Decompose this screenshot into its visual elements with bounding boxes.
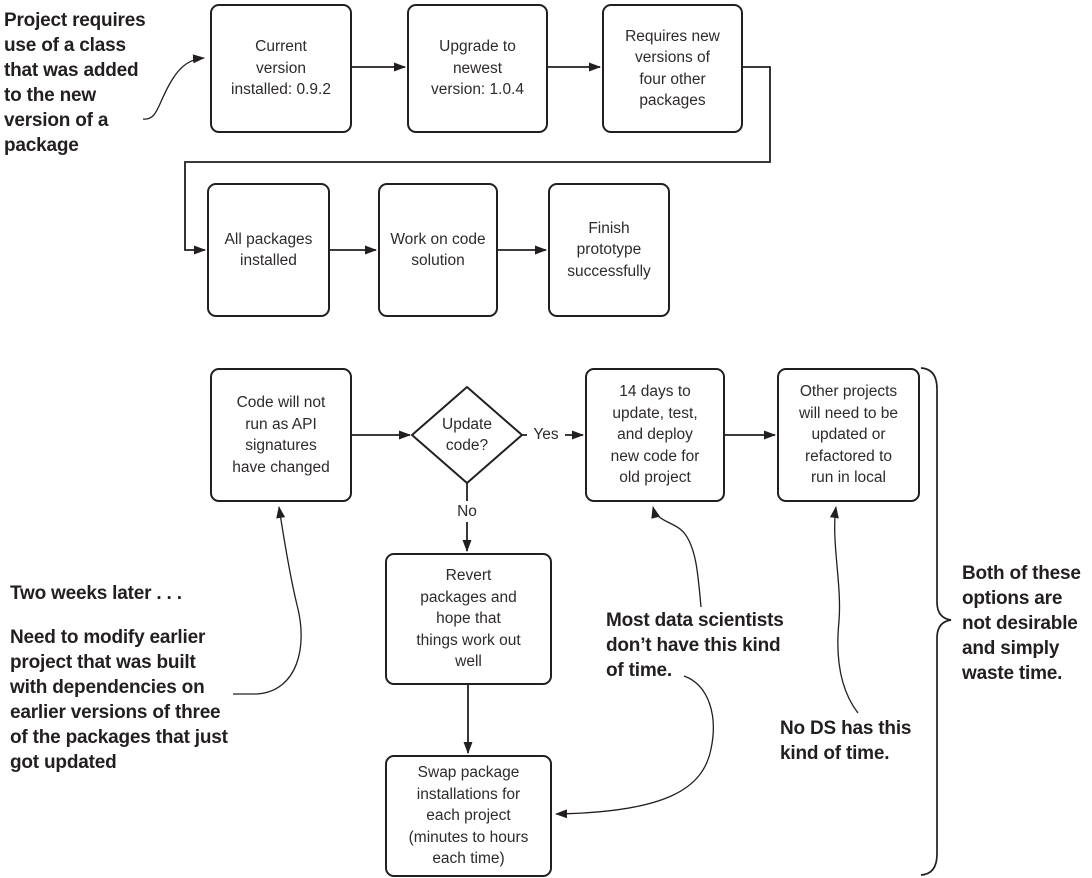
- node-label: Requires new versions of four other pack…: [625, 27, 720, 110]
- annotation-project-requires: Project requires use of a class that was…: [4, 10, 146, 156]
- node-swap-package-installations: Swap package installations for each proj…: [385, 755, 552, 877]
- node-revert-packages: Revert packages and hope that things wor…: [385, 553, 552, 685]
- pointer-most-ds-to-swap: [555, 675, 714, 819]
- node-upgrade-newest: Upgrade to newest version: 1.0.4: [407, 4, 548, 133]
- node-code-will-not-run: Code will not run as API signatures have…: [210, 368, 352, 502]
- node-requires-new-versions: Requires new versions of four other pack…: [602, 4, 743, 133]
- pointer-no-ds-to-otherprojects: [829, 506, 859, 714]
- node-label: Work on code solution: [390, 230, 486, 270]
- pointer-need-to-modify: [233, 506, 302, 695]
- annotation-both-options: Both of these options are not desirable …: [962, 563, 1081, 684]
- node-label: Current version installed: 0.9.2: [231, 38, 331, 99]
- node-label: Code will not run as API signatures have…: [232, 394, 330, 476]
- brace-both-options: [920, 367, 952, 876]
- node-14-days: 14 days to update, test, and deploy new …: [585, 368, 725, 502]
- annotation-most-data-scientists: Most data scientists don’t have this kin…: [606, 610, 784, 681]
- edge-label-no: No: [453, 501, 481, 522]
- annotation-no-ds: No DS has this kind of time.: [780, 718, 912, 764]
- node-finish-prototype: Finish prototype successfully: [548, 183, 670, 317]
- annotation-need-to-modify: Need to modify earlier project that was …: [10, 627, 228, 773]
- pointer-project-requires: [142, 54, 205, 120]
- pointer-most-ds-to-14days: [651, 506, 702, 608]
- decision-diamond: [411, 386, 523, 484]
- node-label: Other projects will need to be updated o…: [798, 383, 899, 487]
- decision-update-code: Update code?: [417, 407, 517, 463]
- decision-label: Update code?: [442, 415, 492, 455]
- node-label: Swap package installations for each proj…: [408, 764, 529, 868]
- connector-requires-to-all-packages: [184, 66, 771, 255]
- node-label: 14 days to update, test, and deploy new …: [610, 383, 700, 487]
- node-all-packages-installed: All packages installed: [207, 183, 330, 317]
- edge-label-yes: Yes: [527, 426, 565, 444]
- node-label: All packages installed: [224, 230, 313, 270]
- node-label: Upgrade to newest version: 1.0.4: [430, 38, 525, 99]
- node-current-version: Current version installed: 0.9.2: [210, 4, 352, 133]
- node-other-projects: Other projects will need to be updated o…: [777, 368, 920, 502]
- node-label: Finish prototype successfully: [567, 219, 651, 280]
- node-work-on-code: Work on code solution: [378, 183, 498, 317]
- annotation-two-weeks-later: Two weeks later . . .: [10, 583, 182, 604]
- node-label: Revert packages and hope that things wor…: [416, 567, 521, 671]
